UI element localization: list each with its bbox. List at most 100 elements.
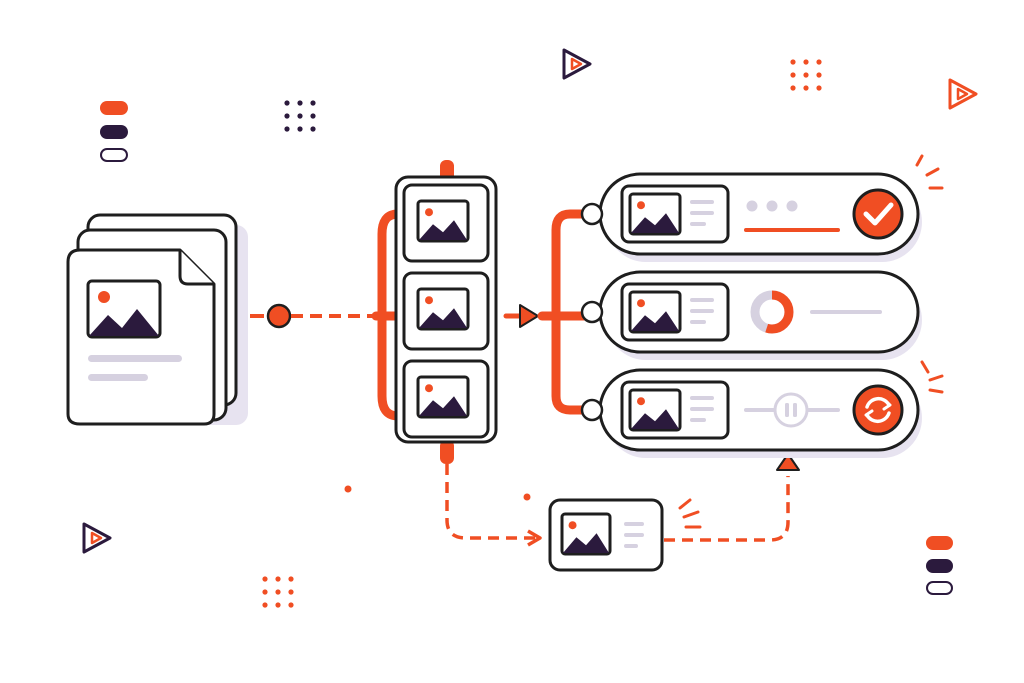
text-line [690,211,714,215]
grid-dot [816,85,822,91]
legend-pills-bottom-right [926,536,953,595]
retry-item [548,498,664,572]
loading-dot [786,200,798,212]
sparkle-lines [915,154,944,190]
processing-row-in-progress [580,270,922,360]
text-line [690,298,714,302]
grid-dot [288,576,294,582]
loading-dot [746,200,758,212]
play-triangle-icon [948,78,978,110]
text-line [690,320,706,324]
row-connector [580,398,604,422]
grid-dot [790,72,796,78]
grid-dot [288,589,294,595]
legend-pills-top-left [100,101,128,162]
retry-loop-arrowhead [527,529,542,547]
text-line [88,374,148,381]
queue-bottom-cap [440,440,454,464]
accent-dot [523,493,531,501]
text-line [690,418,706,422]
grid-dot [803,59,809,65]
grid-dot [262,589,268,595]
grid-dot [284,126,290,132]
grid-dot [262,602,268,608]
queue-item [402,271,490,351]
pill-accent [100,101,128,115]
queue-item [402,359,490,439]
grid-dot [284,100,290,106]
grid-dot [297,113,303,119]
image-thumbnail-icon [560,512,612,556]
pill-ink [100,125,128,139]
arrow-right-icon [503,304,539,328]
sparkle-lines [920,360,944,394]
grid-dot [262,576,268,582]
grid-dot [288,602,294,608]
arrow-up-icon [776,453,800,471]
grid-dot [816,72,822,78]
checkmark-circle-icon [852,188,904,240]
thumbnail-mountain [563,533,609,553]
grid-dot [275,576,281,582]
queue-item [402,183,490,263]
thumbnail-mountain [419,308,467,328]
image-thumbnail-icon [628,290,682,334]
thumbnail-sun [637,299,645,308]
text-line [690,396,714,400]
image-thumbnail-icon [628,192,682,236]
grid-dot [816,59,822,65]
grid-dot [803,72,809,78]
dot-grid-icon [262,576,294,608]
thumbnail-mountain [419,220,467,240]
grid-dot [275,602,281,608]
loading-dot [766,200,778,212]
dot-grid-icon [790,59,822,91]
text-line [690,222,706,226]
text-line [624,533,644,537]
thumbnail-mountain [631,409,679,429]
play-triangle-icon [562,48,592,80]
retry-loop-down [445,464,538,540]
image-thumbnail-icon [416,375,470,419]
image-thumbnail-icon [560,512,612,556]
connectors [250,160,800,547]
row-connector [580,202,604,226]
source-document-stack [66,213,248,426]
thumbnail-sun [425,384,433,393]
thumbnail-mountain [631,311,679,331]
queue-column [394,175,498,444]
image-thumbnail-icon [416,287,470,331]
image-thumbnail-icon [86,279,162,339]
decorations [82,48,978,608]
grid-dot [310,113,316,119]
grid-dot [790,59,796,65]
document-fold [178,250,214,286]
row-connector [580,300,604,324]
text-line [88,355,182,362]
retry-loop-up [664,476,790,542]
grid-dot [803,85,809,91]
play-triangle-icon [82,522,112,554]
text-line [690,309,714,313]
grid-dot [297,100,303,106]
thumbnail-mountain [631,213,679,233]
grid-dot [310,100,316,106]
thumbnail-sun [425,208,433,217]
queue-items [402,183,490,439]
grid-dot [297,126,303,132]
dot-grid-icon [284,100,316,132]
thumbnail-sun [637,397,645,406]
progress-ring-icon [750,290,794,334]
pill-ink [926,559,953,573]
sparkle-lines [678,498,702,529]
image-thumbnail-icon [416,199,470,243]
thumbnail-sun [568,521,577,530]
text-line [624,522,644,526]
text-line [690,407,714,411]
thumbnail-sun [637,201,645,210]
text-line [624,544,638,548]
pause-icon [773,392,809,428]
text-line [690,200,714,204]
